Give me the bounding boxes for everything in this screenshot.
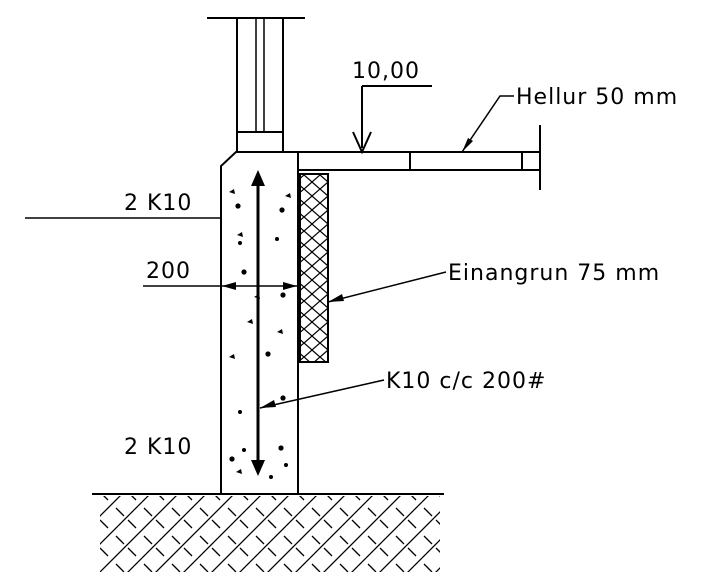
soil-hatch — [100, 496, 440, 572]
wall-thickness-dimension: 200 — [143, 259, 298, 290]
insulation-label: Einangrun 75 mm — [448, 261, 660, 286]
vertical-rebar — [251, 170, 265, 476]
paving-slab — [298, 125, 541, 190]
paving-label: Hellur 50 mm — [516, 85, 678, 110]
insulation-callout: Einangrun 75 mm — [327, 261, 660, 303]
vertical-rebar-callout: K10 c/c 200# — [259, 369, 546, 409]
top-rebar-label: 2 K10 — [124, 191, 192, 216]
vertical-rebar-label: K10 c/c 200# — [386, 369, 546, 394]
top-rebar-callout: 2 K10 — [25, 191, 221, 219]
ground — [92, 493, 444, 572]
wall-thickness-label: 200 — [146, 259, 191, 284]
concrete-wall — [220, 151, 540, 494]
concrete-aggregate — [229, 189, 291, 479]
level-marker: 10,00 — [352, 59, 432, 155]
paving-callout: Hellur 50 mm — [461, 85, 678, 153]
level-label: 10,00 — [352, 59, 420, 84]
bottom-rebar-label: 2 K10 — [124, 435, 192, 460]
insulation-layer — [299, 173, 329, 363]
upper-wall — [207, 17, 305, 153]
